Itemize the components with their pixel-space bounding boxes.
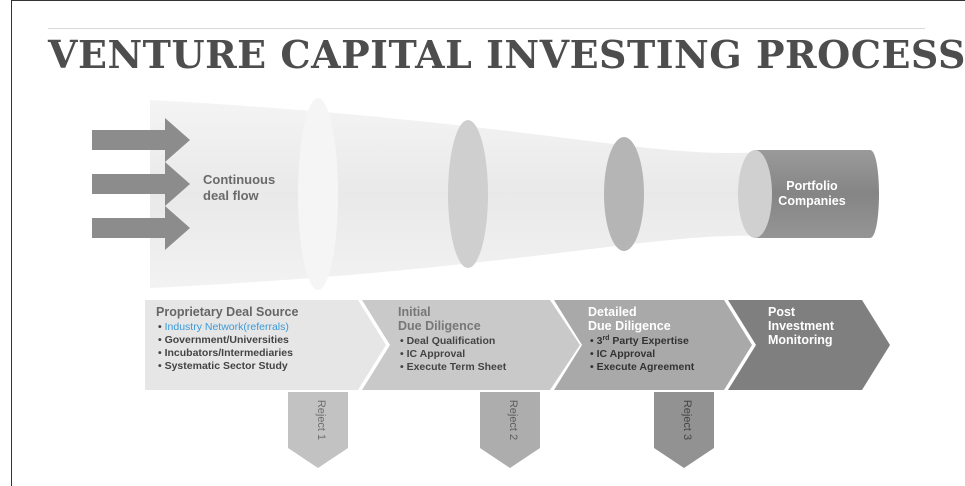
- funnel-tip: [755, 150, 879, 238]
- stage-3-bullet: • 3rd Party Expertise: [590, 335, 689, 347]
- stage-1-heading: Proprietary Deal Source: [156, 305, 298, 319]
- stage-4-heading: Monitoring: [768, 333, 833, 347]
- stage-3-heading: Detailed: [588, 305, 637, 319]
- reject-2-arrow: [480, 392, 540, 468]
- stage-3-chevron: [554, 300, 752, 390]
- funnel-ring-2: [448, 120, 488, 268]
- reject-1-arrow: [288, 392, 348, 468]
- arrow-icon: [92, 162, 190, 206]
- stage-2-bullet: • Execute Term Sheet: [400, 361, 507, 373]
- reject-2-label: Reject 2: [507, 400, 519, 440]
- stage-2-heading: Due Diligence: [398, 319, 481, 333]
- stage-3-bullet: • IC Approval: [590, 348, 655, 360]
- stage-3-bullet: • Execute Agreement: [590, 361, 695, 373]
- stage-2-chevron: [362, 300, 580, 390]
- arrow-icon: [92, 206, 190, 250]
- reject-3-arrow: [654, 392, 714, 468]
- outflow-label-line1: Portfolio: [786, 179, 838, 193]
- stage-4-heading: Investment: [768, 319, 835, 333]
- slide-border-left: [11, 0, 12, 486]
- funnel-mouth: [298, 98, 338, 290]
- title-rule: [48, 28, 925, 29]
- stage-text: Proprietary Deal Source • Industry Networ…: [156, 305, 835, 373]
- slide-border-top: [11, 0, 965, 1]
- inflow-label-line2: deal flow: [203, 188, 260, 203]
- reject-1-label: Reject 1: [315, 400, 327, 440]
- stage-2-bullet: • Deal Qualification: [400, 335, 495, 347]
- funnel-ring-3: [604, 137, 644, 251]
- page-title: VENTURE CAPITAL INVESTING PROCESS: [48, 32, 965, 77]
- stage-2-heading: Initial: [398, 305, 431, 319]
- inflow-label-line1: Continuous: [203, 172, 275, 187]
- stage-4-heading: Post: [768, 305, 796, 319]
- reject-3-label: Reject 3: [681, 400, 693, 440]
- outflow-label-line2: Companies: [778, 194, 845, 208]
- funnel-tip-face: [738, 150, 772, 238]
- reject-text: Reject 1 Reject 2 Reject 3: [315, 400, 693, 440]
- stage-1-bullet: • Industry Network(referrals): [158, 321, 289, 333]
- inflow-arrows: [92, 118, 190, 250]
- arrow-icon: [92, 118, 190, 162]
- stage-1-chevron: [145, 300, 386, 390]
- stage-1-bullet: • Government/Universities: [158, 334, 289, 346]
- stage-1-bullet: • Systematic Sector Study: [158, 360, 288, 372]
- stage-3-heading: Due Diligence: [588, 319, 671, 333]
- stage-4-chevron: [728, 300, 890, 390]
- stage-2-bullet: • IC Approval: [400, 348, 465, 360]
- stage-1-bullet: • Incubators/Intermediaries: [158, 347, 293, 359]
